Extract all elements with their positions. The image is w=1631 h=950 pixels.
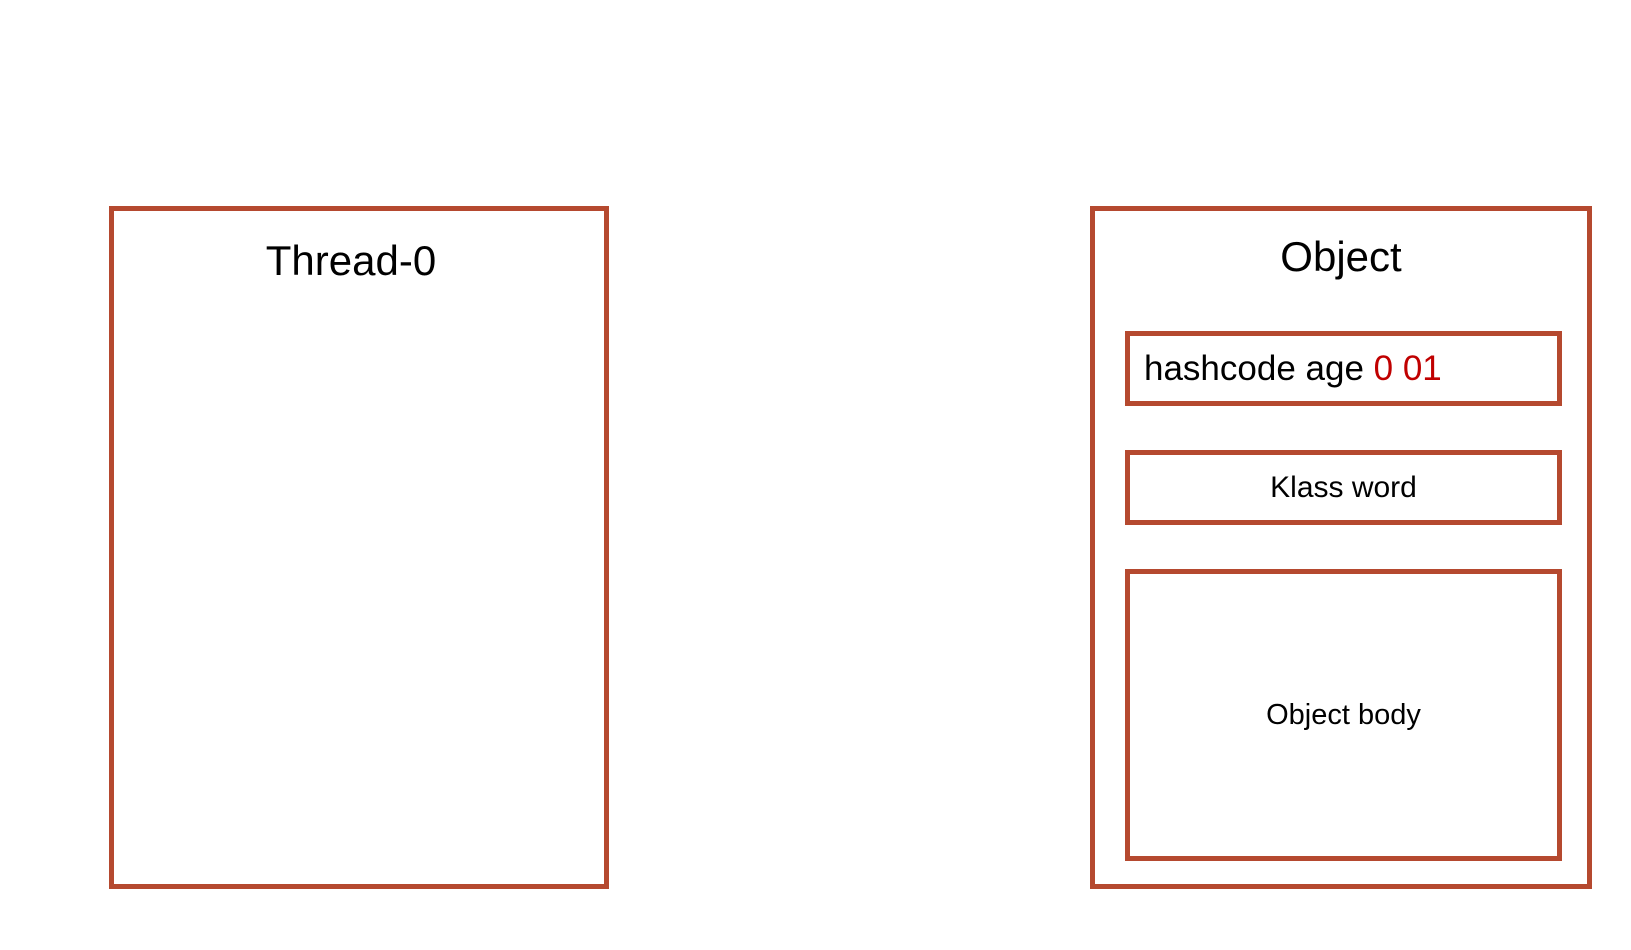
object-body-field: Object body xyxy=(1125,569,1562,861)
object-body-label: Object body xyxy=(1266,698,1421,731)
klass-word-label: Klass word xyxy=(1270,470,1417,504)
object-title: Object xyxy=(1280,233,1402,280)
mark-word-bits: 0 01 xyxy=(1373,349,1442,388)
klass-word-field: Klass word xyxy=(1125,450,1562,525)
mark-word-field: hashcode age 0 01 xyxy=(1125,331,1562,406)
thread-box: Thread-0 xyxy=(109,206,609,889)
object-box: Object hashcode age 0 01 Klass word Obje… xyxy=(1090,206,1592,889)
mark-word-label: hashcode age xyxy=(1144,349,1364,388)
thread-title: Thread-0 xyxy=(265,237,437,284)
mark-word-text: hashcode age 0 01 xyxy=(1144,348,1442,390)
